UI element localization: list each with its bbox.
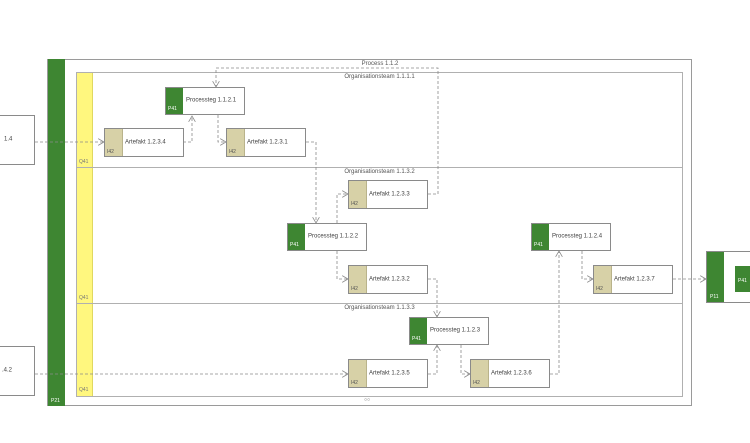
lane-3-code: Q41	[79, 387, 89, 393]
edge-artefakt-1-2-3-1-to-step-1-1-2-2	[306, 141, 316, 223]
artefakt-1-2-3-2-code: I42	[351, 286, 358, 292]
artefakt-1-2-3-1[interactable]: I42 Artefakt 1.2.3.1	[226, 128, 306, 157]
artefakt-1-2-3-1-label: Artefakt 1.2.3.1	[247, 139, 288, 145]
step-1-1-2-1-code: P41	[168, 106, 177, 112]
step-1-1-2-2[interactable]: P41 Processteg 1.1.2.2	[287, 223, 367, 251]
external-node-left-top[interactable]: 1.4	[0, 115, 35, 165]
lane-organisationsteam-3[interactable]: Organisationsteam 1.1.3.3	[76, 303, 683, 397]
external-node-right-step-code: P41	[738, 278, 747, 284]
artefakt-1-2-3-3-label: Artefakt 1.2.3.3	[369, 191, 410, 197]
step-1-1-2-3-tag: P41	[410, 318, 427, 344]
edge-step-1-1-2-4-to-artefakt-1-2-3-7	[581, 251, 593, 279]
lane-1-title: Organisationsteam 1.1.1.1	[344, 74, 415, 80]
artefakt-1-2-3-7-tag: I42	[594, 266, 612, 293]
artefakt-1-2-3-2-tag: I42	[349, 266, 367, 293]
artefakt-1-2-3-7-label: Artefakt 1.2.3.7	[614, 276, 655, 282]
lane-2-title: Organisationsteam 1.1.3.2	[344, 169, 415, 175]
step-1-1-2-1-tag: P41	[166, 88, 183, 114]
artefakt-1-2-3-6-tag: I42	[471, 360, 489, 387]
step-1-1-2-2-tag: P41	[288, 224, 305, 250]
external-node-left-bottom[interactable]: .4.2	[0, 346, 35, 396]
edge-artefakt-1-2-3-4-to-step-1-1-2-1	[183, 116, 192, 143]
external-node-right-code: P11	[710, 294, 719, 300]
artefakt-1-2-3-6-code: I42	[473, 380, 480, 386]
artefakt-1-2-3-7-code: I42	[596, 286, 603, 292]
lane-3-title: Organisationsteam 1.1.3.3	[344, 305, 415, 311]
artefakt-1-2-3-4[interactable]: I42 Artefakt 1.2.3.4	[104, 128, 184, 157]
step-1-1-2-1[interactable]: P41 Processteg 1.1.2.1	[165, 87, 245, 115]
artefakt-1-2-3-2[interactable]: I42 Artefakt 1.2.3.2	[348, 265, 428, 294]
external-node-right-step: P41	[735, 266, 750, 292]
process-code: P21	[51, 398, 60, 404]
process-title: Process 1.1.2	[361, 61, 399, 67]
artefakt-1-2-3-6[interactable]: I42 Artefakt 1.2.3.6	[470, 359, 550, 388]
edge-step-1-1-2-3-to-artefakt-1-2-3-6	[460, 345, 470, 374]
process-bar: P21	[48, 59, 65, 406]
artefakt-1-2-3-1-code: I42	[229, 149, 236, 155]
artefakt-1-2-3-4-label: Artefakt 1.2.3.4	[125, 139, 166, 145]
artefakt-1-2-3-4-code: I42	[107, 149, 114, 155]
artefakt-1-2-3-4-tag: I42	[105, 129, 123, 156]
artefakt-1-2-3-6-label: Artefakt 1.2.3.6	[491, 370, 532, 376]
artefakt-1-2-3-2-label: Artefakt 1.2.3.2	[369, 276, 410, 282]
external-node-left-top-label: 1.4	[4, 136, 13, 143]
artefakt-1-2-3-5-code: I42	[351, 380, 358, 386]
edge-step-1-1-2-1-to-artefakt-1-2-3-1	[217, 115, 226, 142]
step-1-1-2-4-tag: P41	[532, 224, 549, 250]
artefakt-1-2-3-3-tag: I42	[349, 181, 367, 208]
artefakt-1-2-3-3[interactable]: I42 Artefakt 1.2.3.3	[348, 180, 428, 209]
step-1-1-2-1-label: Processteg 1.1.2.1	[186, 97, 237, 104]
artefakt-1-2-3-1-tag: I42	[227, 129, 245, 156]
artefakt-1-2-3-5[interactable]: I42 Artefakt 1.2.3.5	[348, 359, 428, 388]
step-1-1-2-2-code: P41	[290, 242, 299, 248]
step-1-1-2-3-code: P41	[412, 336, 421, 342]
lane-2-code: Q41	[79, 295, 89, 301]
artefakt-1-2-3-5-label: Artefakt 1.2.3.5	[369, 370, 410, 376]
step-1-1-2-2-label: Processteg 1.1.2.2	[308, 233, 359, 240]
step-1-1-2-4-code: P41	[534, 242, 543, 248]
edge-artefakt-1-2-3-5-to-step-1-1-2-3	[428, 345, 437, 375]
process-footer: ○○	[364, 397, 371, 403]
step-1-1-2-4-label: Processteg 1.1.2.4	[552, 233, 603, 240]
external-node-left-bottom-label: .4.2	[2, 367, 13, 374]
external-node-right-bar: P11	[707, 252, 724, 302]
step-1-1-2-3[interactable]: P41 Processteg 1.1.2.3	[409, 317, 489, 345]
edge-step-1-1-2-2-to-artefakt-1-2-3-3	[336, 194, 348, 223]
edge-artefakt-1-2-3-2-to-step-1-1-2-3	[428, 278, 437, 317]
lane-1-code: Q41	[79, 159, 89, 165]
step-1-1-2-3-label: Processteg 1.1.2.3	[430, 327, 481, 334]
artefakt-1-2-3-3-code: I42	[351, 201, 358, 207]
artefakt-1-2-3-5-tag: I42	[349, 360, 367, 387]
artefakt-1-2-3-7[interactable]: I42 Artefakt 1.2.3.7	[593, 265, 673, 294]
step-1-1-2-4[interactable]: P41 Processteg 1.1.2.4	[531, 223, 611, 251]
edge-step-1-1-2-2-to-artefakt-1-2-3-2	[336, 251, 348, 279]
edge-artefakt-1-2-3-3-to-step-1-1-2-1	[216, 67, 439, 195]
edge-artefakt-1-2-3-6-to-step-1-1-2-4	[550, 251, 559, 375]
